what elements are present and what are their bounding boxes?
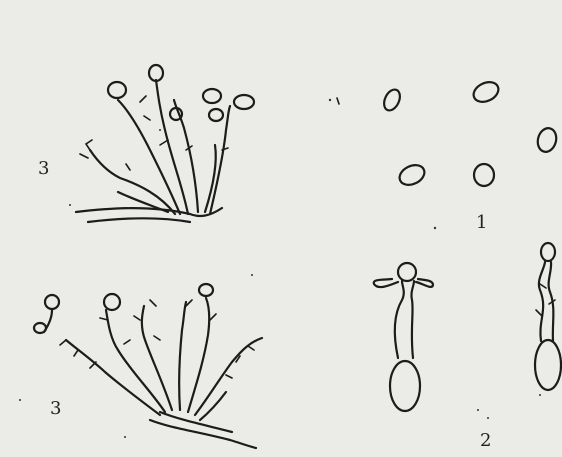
sporangium	[45, 295, 59, 309]
label-colony-lower: 3	[50, 398, 61, 419]
sporangium	[108, 82, 126, 98]
sporangium	[209, 109, 223, 121]
label-spores: 1	[476, 212, 487, 233]
label-colony-upper: 3	[38, 158, 49, 179]
paper-speckles	[19, 99, 541, 438]
sporangium	[104, 294, 120, 310]
colony-upper	[76, 65, 254, 222]
sporangium	[149, 65, 163, 81]
spore	[470, 78, 501, 105]
spore	[381, 87, 403, 113]
sporangium	[234, 95, 254, 109]
spore	[535, 126, 559, 154]
label-germinating: 2	[480, 430, 491, 451]
sporangium	[203, 89, 221, 103]
colony-lower	[34, 284, 262, 448]
sporangium	[170, 108, 182, 120]
germinating-spore-left	[374, 263, 433, 411]
spores-group	[337, 78, 559, 188]
spore	[474, 164, 494, 186]
germinating-spore-right	[535, 243, 561, 390]
spore	[396, 161, 427, 188]
sporangium	[199, 284, 213, 296]
